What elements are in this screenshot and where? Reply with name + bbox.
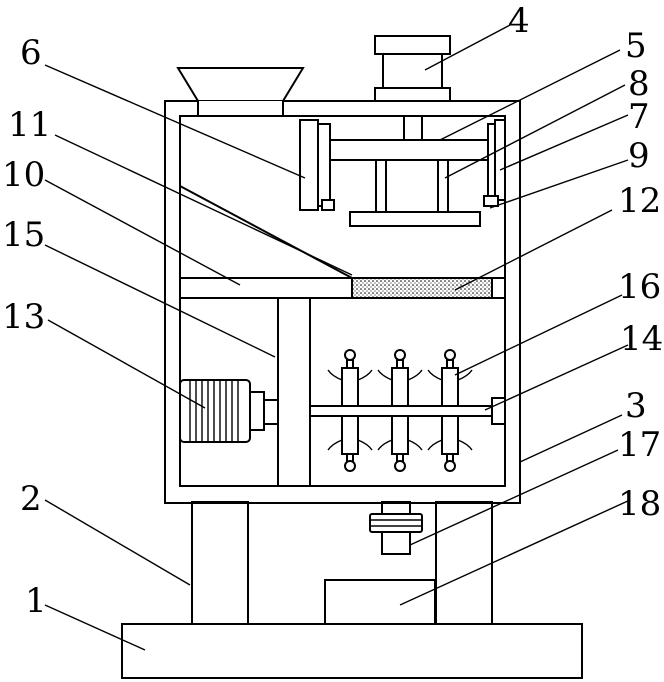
label-2: 2 [20, 479, 42, 519]
side-motor [180, 380, 278, 442]
drive-shaft [404, 116, 422, 140]
label-5: 5 [625, 26, 647, 66]
label-17: 17 [618, 425, 661, 465]
vertical-divider [278, 298, 310, 486]
crossbar-assembly [330, 140, 495, 226]
top-motor [375, 36, 450, 101]
leader-lines [45, 25, 630, 650]
left-bracket [300, 120, 334, 210]
filter-screen [352, 278, 492, 298]
label-1: 1 [25, 581, 47, 621]
label-16: 16 [618, 267, 661, 307]
right-bracket [484, 120, 505, 206]
label-7: 7 [628, 97, 650, 137]
label-15: 15 [2, 215, 45, 255]
feed-hopper [178, 68, 303, 116]
label-11: 11 [8, 105, 51, 145]
partition-plate [180, 278, 352, 298]
label-18: 18 [618, 484, 661, 524]
label-10: 10 [2, 155, 45, 195]
label-3: 3 [625, 386, 647, 426]
discharge-valve [370, 502, 422, 554]
label-13: 13 [2, 297, 45, 337]
label-12: 12 [618, 181, 661, 221]
collection-box [325, 580, 435, 624]
label-4: 4 [508, 1, 530, 41]
label-9: 9 [628, 136, 650, 176]
base-plate [122, 624, 582, 678]
label-6: 6 [20, 33, 42, 73]
label-14: 14 [620, 319, 663, 359]
